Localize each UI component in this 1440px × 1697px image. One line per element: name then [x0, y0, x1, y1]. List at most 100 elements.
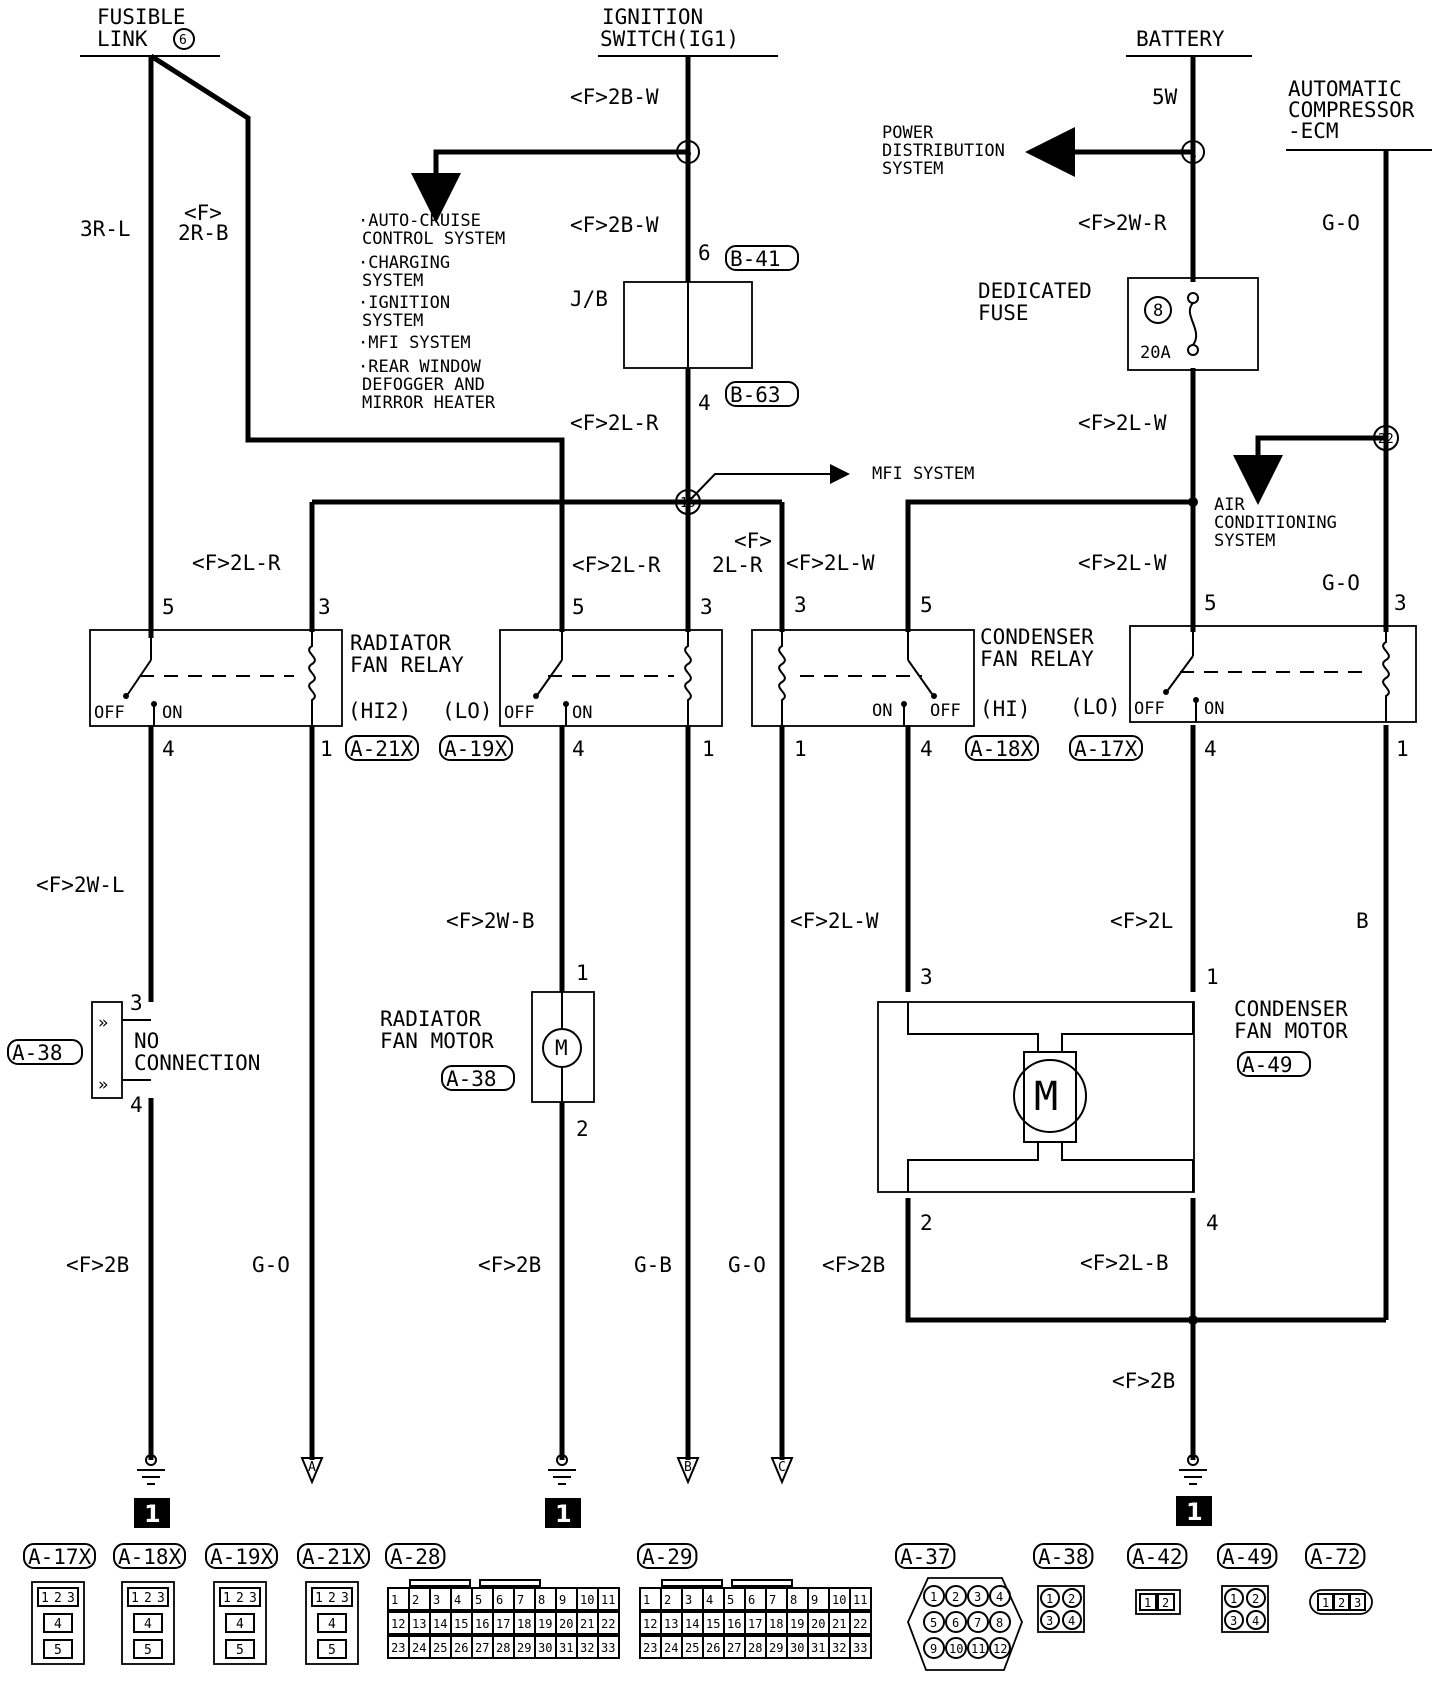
svg-text:5: 5 [162, 595, 175, 619]
svg-text:SYSTEM: SYSTEM [362, 271, 423, 291]
connector-a-17x-pin-2: 2 [54, 1591, 62, 1606]
svg-text:ON: ON [1204, 699, 1224, 719]
battery-source: BATTERY [1126, 27, 1252, 57]
svg-text:2: 2 [920, 1211, 933, 1235]
connector-a-21x-pin-2: 2 [328, 1591, 336, 1606]
connector-a-21x-pin-1: 1 [315, 1591, 323, 1606]
svg-text:CONTROL SYSTEM: CONTROL SYSTEM [362, 229, 505, 249]
relay-lo-label-2: (LO) [1070, 695, 1121, 719]
condenser-fan-relay-hi: ON OFF 3 5 1 4 [751, 593, 975, 761]
connector-a-28-pin-24: 24 [412, 1641, 426, 1655]
connector-a-29-pin-26: 26 [706, 1641, 720, 1655]
conn-a17x: A-17X [1074, 737, 1138, 761]
connector-a-49-label-frame [1217, 1543, 1278, 1569]
condenser-relay-label-2: FAN RELAY [980, 647, 1094, 671]
ref-arrow-b: B [676, 1457, 700, 1485]
svg-text:<F>2W-B: <F>2W-B [446, 909, 535, 933]
svg-text:RADIATOR: RADIATOR [380, 1007, 482, 1031]
svg-text:2R-B: 2R-B [178, 221, 229, 245]
svg-text:3: 3 [1394, 591, 1407, 615]
connector-a-42-label: A-42 [1132, 1545, 1183, 1569]
svg-text:1: 1 [1206, 965, 1219, 989]
connector-a-28-pin-32: 32 [580, 1641, 594, 1655]
auto-compressor-ecm-source: AUTOMATIC COMPRESSOR -ECM [1286, 77, 1432, 151]
svg-text:G-O: G-O [728, 1253, 766, 1277]
svg-text:MIRROR HEATER: MIRROR HEATER [362, 393, 496, 413]
connector-a-28-pin-33: 33 [601, 1641, 615, 1655]
connector-a-28-pin-1: 1 [391, 1593, 398, 1607]
connector-a-28-pin-26: 26 [454, 1641, 468, 1655]
relay-4-coil-icon [1382, 626, 1390, 722]
svg-text:<F>: <F> [184, 201, 222, 225]
connector-a-29-pin-3: 3 [685, 1593, 692, 1607]
jb-pin-top: 6 [698, 241, 711, 265]
svg-text:6: 6 [684, 146, 692, 161]
svg-text:G-O: G-O [252, 1253, 290, 1277]
connector-a-29-pin-15: 15 [706, 1617, 720, 1631]
relay-4-box [1129, 625, 1417, 723]
a38-terminal-icon-1: » [98, 1013, 108, 1033]
connector-a-37-pin-11: 11 [971, 1642, 985, 1656]
connector-a-29-pin-5: 5 [727, 1593, 734, 1607]
relay-1-switch-icon [127, 659, 152, 695]
jb-pin-bottom: 4 [698, 391, 711, 415]
connector-a-28-pin-18: 18 [517, 1617, 531, 1631]
connector-a-28-pin-14: 14 [433, 1617, 447, 1631]
svg-text:OFF: OFF [1134, 699, 1165, 719]
svg-text:SYSTEM: SYSTEM [882, 159, 943, 179]
fuse-number-circle [1144, 296, 1172, 324]
connector-a-28-pin-5: 5 [475, 1593, 482, 1607]
svg-text:OFF: OFF [94, 703, 125, 723]
svg-text:1: 1 [1396, 737, 1409, 761]
connector-a-29-pin-24: 24 [664, 1641, 678, 1655]
svg-text:3: 3 [920, 965, 933, 989]
connector-a-19x-pin-2: 2 [236, 1591, 244, 1606]
svg-text:NO: NO [134, 1029, 159, 1053]
svg-text:<F>2L-R: <F>2L-R [570, 411, 659, 435]
ecm-label-1: AUTOMATIC [1288, 77, 1402, 101]
ignition-switch-label-1: IGNITION [602, 5, 703, 29]
connector-a-38-label-frame [1033, 1543, 1094, 1569]
svg-text:4: 4 [1206, 1211, 1219, 1235]
fusible-link-label-1: FUSIBLE [97, 5, 186, 29]
relay-1-box [89, 629, 343, 727]
connector-a-28-pin-19: 19 [538, 1617, 552, 1631]
relay-1-coil-icon [308, 630, 316, 726]
junction-dot-2 [1188, 1315, 1198, 1325]
svg-text:B: B [1356, 909, 1369, 933]
battery-label: BATTERY [1136, 27, 1225, 51]
svg-text:<F>2L-W: <F>2L-W [1078, 411, 1167, 435]
jb-conn-b63: B-63 [730, 383, 781, 407]
svg-text:15: 15 [680, 496, 696, 511]
svg-text:1: 1 [794, 737, 807, 761]
svg-text:3R-L: 3R-L [80, 217, 131, 241]
svg-text:1: 1 [1189, 146, 1197, 161]
connector-a-38-pin-4: 4 [1068, 1614, 1075, 1628]
connector-a-17x-label-frame [23, 1543, 96, 1569]
splice-6: 6 [676, 140, 700, 164]
svg-text:<F>2L-W: <F>2L-W [790, 909, 879, 933]
svg-text:<F>2L-R: <F>2L-R [192, 551, 281, 575]
fusible-link-number-circle [173, 28, 195, 50]
svg-text:4: 4 [130, 1093, 143, 1117]
connector-a-17x-pin-5: 5 [54, 1643, 62, 1658]
connector-a-28-label: A-28 [390, 1545, 441, 1569]
svg-text:4: 4 [162, 737, 175, 761]
connector-a-18x-label-frame [113, 1543, 186, 1569]
ref-arrow-c: C [770, 1457, 794, 1485]
svg-text:<F>2B: <F>2B [478, 1253, 541, 1277]
svg-text:3: 3 [318, 595, 331, 619]
svg-text:<F>2L: <F>2L [1110, 909, 1173, 933]
dedicated-fuse: DEDICATED FUSE 8 20A [978, 277, 1259, 371]
relay-hi2-label: (HI2) [348, 699, 411, 723]
connector-a-72-label-frame [1305, 1543, 1366, 1569]
connector-a-29-pin-19: 19 [790, 1617, 804, 1631]
connector-a-37-pin-5: 5 [930, 1616, 937, 1630]
svg-text:G-B: G-B [634, 1253, 672, 1277]
connector-a-21x-label: A-21X [302, 1545, 366, 1569]
svg-text:<F>2B-W: <F>2B-W [570, 85, 659, 109]
svg-text:2: 2 [576, 1117, 589, 1141]
connector-a-29-pin-16: 16 [727, 1617, 741, 1631]
